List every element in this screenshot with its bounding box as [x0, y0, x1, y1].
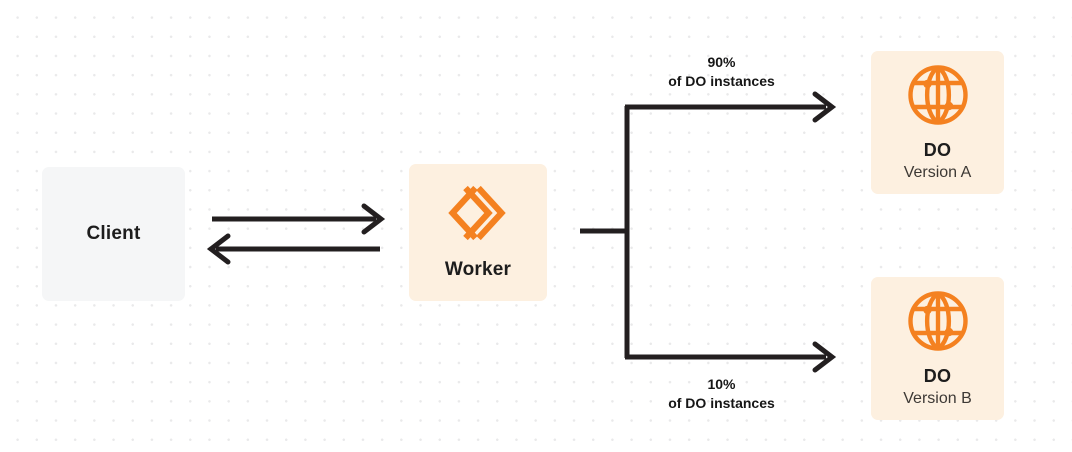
edge-worker-to-do-a [625, 91, 837, 123]
edge-worker-to-client [206, 233, 380, 265]
edge-label-do-a: 90% of DO instances [634, 53, 809, 92]
edge-label-do-b-detail: of DO instances [668, 395, 775, 412]
cloudflare-workers-icon [448, 185, 508, 241]
do-a-sublabel: Version A [903, 163, 972, 181]
node-client: Client [42, 167, 185, 301]
node-do-version-b: DO Version B [871, 277, 1004, 420]
client-label: Client [86, 223, 141, 244]
do-a-label: DO [923, 139, 952, 160]
node-do-version-a: DO Version A [871, 51, 1004, 194]
edge-label-do-b: 10% of DO instances [634, 375, 809, 414]
edge-worker-to-do-b [625, 341, 837, 373]
edge-label-do-a-detail: of DO instances [668, 73, 775, 90]
globe-icon [907, 290, 969, 352]
worker-label: Worker [444, 258, 512, 280]
edge-worker-split-trunk [580, 106, 630, 358]
edge-label-do-b-percent: 10% [707, 376, 736, 392]
globe-icon [907, 64, 969, 126]
edge-client-to-worker [212, 203, 386, 235]
edge-label-do-a-percent: 90% [707, 54, 736, 70]
do-b-label: DO [923, 365, 952, 386]
node-worker: Worker [409, 164, 547, 301]
do-b-sublabel: Version B [903, 389, 972, 407]
